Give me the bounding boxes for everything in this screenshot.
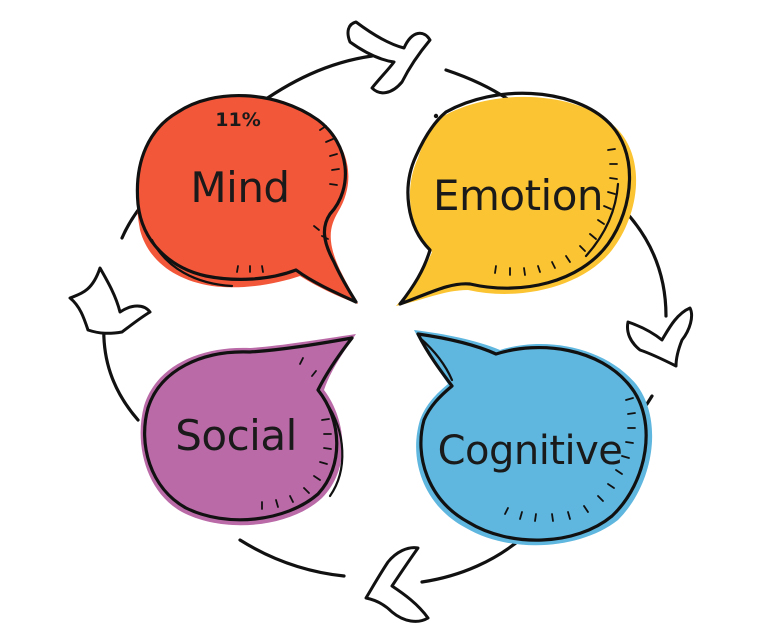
bubble-mind-badge: 11% <box>215 109 260 131</box>
connector-cognitive-social-tail <box>238 538 346 578</box>
bubble-emotion-ticks <box>494 148 618 276</box>
bubble-emotion-shadow <box>584 182 620 258</box>
decorative-dot <box>433 113 439 119</box>
bubble-mind-label: Mind <box>190 163 289 212</box>
connector-cognitive-social <box>420 536 524 584</box>
bubble-emotion-outline <box>398 91 632 306</box>
bubble-social-fill <box>140 334 356 526</box>
arrowhead-emotion-cognitive-icon <box>626 306 694 368</box>
connector-social-mind <box>102 320 140 422</box>
bubble-mind-ticks <box>236 125 340 273</box>
bubble-cognitive-outline <box>416 332 648 542</box>
bubble-cognitive-fill <box>414 330 653 546</box>
connector-emotion-cognitive <box>622 208 668 318</box>
bubble-cognitive: Cognitive <box>414 330 653 546</box>
bubble-cognitive-label: Cognitive <box>438 428 623 474</box>
arrowhead-social-mind-icon <box>68 266 152 335</box>
bubble-mind: 11% Mind <box>135 93 358 304</box>
bubble-emotion: Emotion <box>396 91 637 306</box>
bubble-emotion-label: Emotion <box>433 171 603 220</box>
bubble-mind-outline <box>135 93 358 304</box>
bubble-social-ticks <box>261 357 332 510</box>
bubble-cognitive-ticks <box>504 397 636 522</box>
arrowhead-mind-emotion-icon <box>346 20 432 95</box>
bubble-mind-fill <box>136 96 358 304</box>
bubble-cognitive-beak <box>418 336 454 382</box>
cycle-arrows <box>68 20 694 623</box>
bubble-social: Social <box>140 334 356 526</box>
bubble-social-label: Social <box>175 411 297 460</box>
bubble-mind-shadow <box>150 238 234 288</box>
bubble-emotion-fill <box>396 96 637 306</box>
bubble-social-shadow <box>324 400 344 498</box>
arrowhead-cognitive-social-icon <box>364 546 430 623</box>
